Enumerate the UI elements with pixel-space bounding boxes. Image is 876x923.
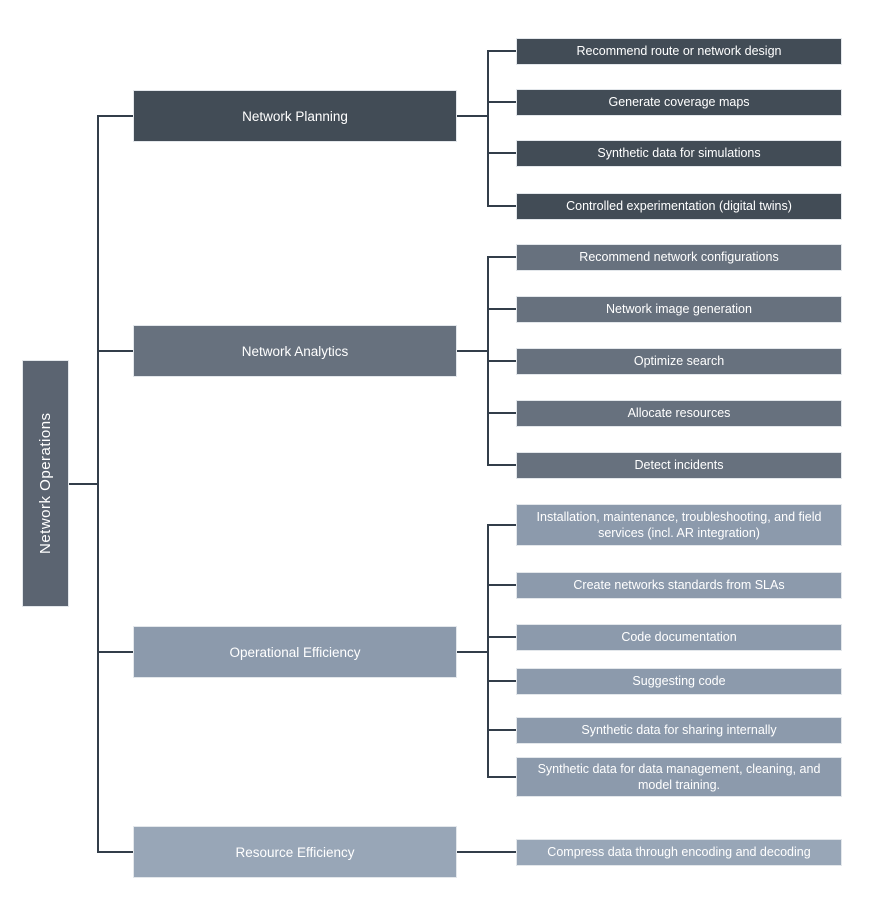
connector-leaf-recommend-network-configurations xyxy=(487,256,516,258)
connector-trunk-vertical xyxy=(97,115,99,853)
leaf-node-allocate-resources: Allocate resources xyxy=(516,400,842,427)
connector-leaf-network-image-generation xyxy=(487,308,516,310)
connector-network-planning-vertical xyxy=(487,50,489,207)
leaf-node-optimize-search: Optimize search xyxy=(516,348,842,375)
connector-trunk-to-operational-efficiency xyxy=(97,651,133,653)
connector-leaf-detect-incidents xyxy=(487,464,516,466)
connector-trunk-to-network-planning xyxy=(97,115,133,117)
connector-leaf-allocate-resources xyxy=(487,412,516,414)
connector-leaf-compress-data-through-encoding-and-decoding xyxy=(487,851,516,853)
leaf-node-suggesting-code: Suggesting code xyxy=(516,668,842,695)
connector-leaf-synthetic-data-for-sharing-internally xyxy=(487,729,516,731)
connector-leaf-synthetic-data-for-simulations xyxy=(487,152,516,154)
connector-operational-efficiency-stub xyxy=(457,651,489,653)
connector-network-analytics-stub xyxy=(457,350,489,352)
leaf-node-synthetic-data-for-data-management-cleaning-and-: Synthetic data for data management, clea… xyxy=(516,757,842,797)
connector-leaf-optimize-search xyxy=(487,360,516,362)
connector-operational-efficiency-vertical xyxy=(487,524,489,778)
connector-leaf-synthetic-data-for-data-management-cleaning-and- xyxy=(487,776,516,778)
connector-leaf-code-documentation xyxy=(487,636,516,638)
connector-leaf-controlled-experimentation-digital-twins xyxy=(487,205,516,207)
leaf-node-controlled-experimentation-digital-twins: Controlled experimentation (digital twin… xyxy=(516,193,842,220)
branch-node-operational-efficiency: Operational Efficiency xyxy=(133,626,457,678)
connector-network-planning-stub xyxy=(457,115,489,117)
leaf-node-network-image-generation: Network image generation xyxy=(516,296,842,323)
connector-trunk-to-network-analytics xyxy=(97,350,133,352)
branch-node-network-analytics: Network Analytics xyxy=(133,325,457,377)
leaf-node-generate-coverage-maps: Generate coverage maps xyxy=(516,89,842,116)
connector-root-to-trunk xyxy=(69,482,97,485)
leaf-node-recommend-network-configurations: Recommend network configurations xyxy=(516,244,842,271)
connector-leaf-create-networks-standards-from-slas xyxy=(487,584,516,586)
leaf-node-installation-maintenance-troubleshooting-and-fie: Installation, maintenance, troubleshooti… xyxy=(516,504,842,546)
connector-leaf-suggesting-code xyxy=(487,680,516,682)
connector-leaf-recommend-route-or-network-design xyxy=(487,50,516,52)
leaf-node-synthetic-data-for-simulations: Synthetic data for simulations xyxy=(516,140,842,167)
leaf-node-create-networks-standards-from-slas: Create networks standards from SLAs xyxy=(516,572,842,599)
leaf-node-recommend-route-or-network-design: Recommend route or network design xyxy=(516,38,842,65)
connector-resource-efficiency-stub xyxy=(457,851,489,853)
leaf-node-synthetic-data-for-sharing-internally: Synthetic data for sharing internally xyxy=(516,717,842,744)
leaf-node-detect-incidents: Detect incidents xyxy=(516,452,842,479)
root-node-network-operations: Network Operations xyxy=(22,360,69,607)
branch-node-network-planning: Network Planning xyxy=(133,90,457,142)
leaf-node-code-documentation: Code documentation xyxy=(516,624,842,651)
connector-leaf-installation-maintenance-troubleshooting-and-fie xyxy=(487,524,516,526)
connector-leaf-generate-coverage-maps xyxy=(487,101,516,103)
connector-trunk-to-resource-efficiency xyxy=(97,851,133,853)
leaf-node-compress-data-through-encoding-and-decoding: Compress data through encoding and decod… xyxy=(516,839,842,866)
branch-node-resource-efficiency: Resource Efficiency xyxy=(133,826,457,878)
